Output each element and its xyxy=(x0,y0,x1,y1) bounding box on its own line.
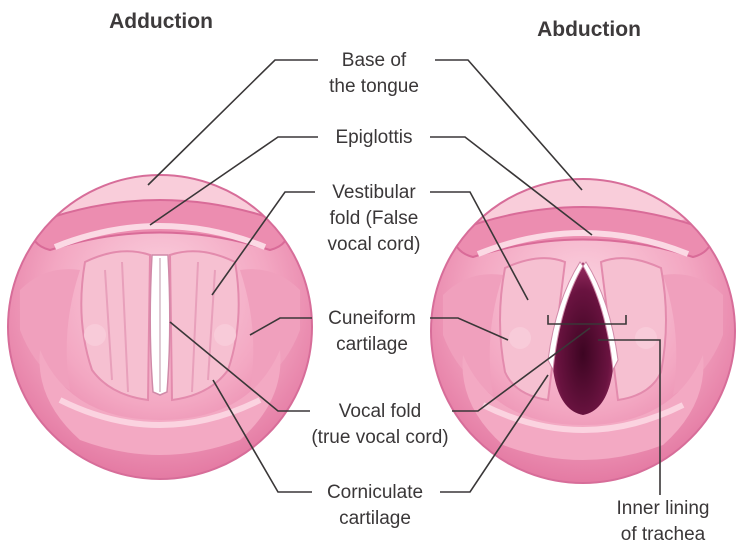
abduction-title: Abduction xyxy=(537,18,641,41)
label-inner-lining-2: of trachea xyxy=(621,524,706,545)
adduction-title: Adduction xyxy=(109,10,213,33)
adduction-illustration xyxy=(8,145,312,479)
label-vocal-fold-1: Vocal fold xyxy=(339,401,421,422)
label-base-of-tongue-2: the tongue xyxy=(329,76,419,97)
label-vestibular-3: vocal cord) xyxy=(328,234,421,255)
abduction-illustration xyxy=(431,150,735,483)
label-corniculate-2: cartilage xyxy=(339,508,411,529)
label-vestibular-1: Vestibular xyxy=(332,182,416,203)
label-corniculate-1: Corniculate xyxy=(327,482,423,503)
label-cuneiform-1: Cuneiform xyxy=(328,308,416,329)
label-cuneiform-2: cartilage xyxy=(336,334,408,355)
leader-base-left xyxy=(148,60,318,185)
label-epiglottis: Epiglottis xyxy=(335,127,412,148)
label-vestibular-2: fold (False xyxy=(330,208,419,229)
label-base-of-tongue-1: Base of xyxy=(342,50,407,71)
label-inner-lining-1: Inner lining xyxy=(617,498,710,519)
label-vocal-fold-2: (true vocal cord) xyxy=(311,427,448,448)
